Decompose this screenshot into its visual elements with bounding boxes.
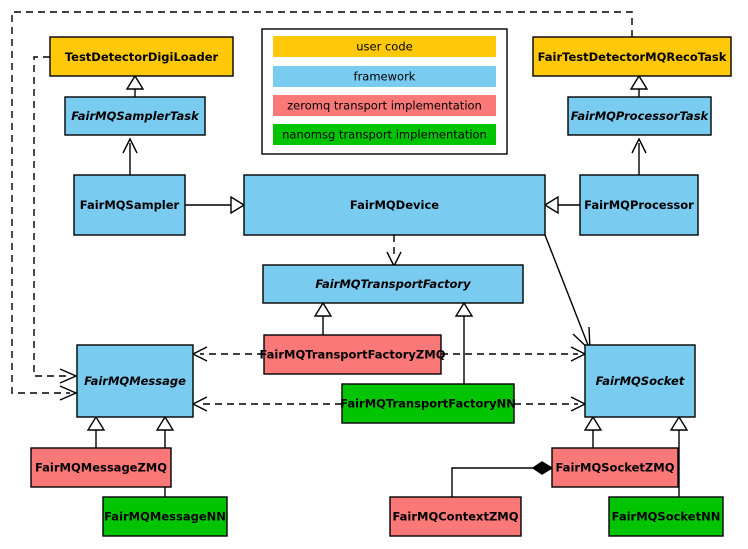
edge-processor-to-device: [543, 195, 580, 215]
legend-swatch-framework: [273, 66, 496, 87]
edge-socketnn-to-socket: [669, 415, 689, 497]
legend-label-framework: framework: [354, 70, 416, 84]
legend-label-user-code: user code: [356, 40, 412, 54]
edge-sampler-to-device: [185, 195, 246, 215]
edge-device-to-socket: [544, 234, 591, 352]
edge-messagezmq-to-message: [86, 415, 106, 448]
node-fairmqcontextzmq[interactable]: FairMQContextZMQ: [389, 496, 522, 537]
node-label: FairMQMessage: [84, 374, 186, 388]
legend-entry-user-code: user code: [273, 36, 496, 57]
node-box: [243, 174, 546, 236]
node-label: FairMQMessageNN: [104, 510, 226, 524]
node-label: FairMQTransportFactory: [315, 277, 471, 291]
edge-factoryzmq-to-message: [191, 346, 264, 362]
node-label: FairMQDevice: [350, 198, 439, 212]
node-label: FairMQSocketZMQ: [556, 461, 675, 475]
node-box: [341, 383, 515, 424]
legend-swatch-user-code: [273, 36, 496, 57]
node-label: FairMQMessageZMQ: [35, 461, 167, 475]
edge-layer: [11, 11, 689, 497]
edge-digiloader-to-message: [33, 56, 78, 384]
node-fairmqmessage[interactable]: FairMQMessage: [76, 344, 194, 418]
node-box: [389, 496, 522, 537]
edge-socketzmq-to-contextzmq: [451, 461, 554, 497]
node-fairmqdevice[interactable]: FairMQDevice: [243, 174, 546, 236]
edge-socketzmq-to-socket: [583, 415, 603, 448]
node-testdetectordigiloader[interactable]: TestDetectorDigiLoader: [49, 36, 234, 77]
edge-factoryzmq-to-factory: [313, 301, 333, 335]
edge-sampler-to-samplertask: [122, 137, 138, 175]
edge-factorynn-to-factory: [454, 301, 474, 384]
node-fairmqsocketnn[interactable]: FairMQSocketNN: [608, 496, 724, 537]
node-fairmqprocessor[interactable]: FairMQProcessor: [579, 174, 699, 236]
legend-swatch-nanomsg: [273, 124, 496, 145]
edge-factorynn-to-socket: [514, 396, 587, 412]
node-label: FairMQContextZMQ: [392, 510, 518, 524]
node-label: FairMQTransportFactoryNN: [340, 397, 516, 411]
node-label: FairTestDetectorMQRecoTask: [538, 50, 727, 64]
edge-samplertask-to-digiloader: [125, 74, 145, 97]
legend: user code framework zeromq transport imp…: [261, 28, 508, 155]
node-box: [532, 36, 732, 77]
legend-entry-framework: framework: [273, 66, 496, 87]
node-label: FairMQTransportFactoryZMQ: [259, 348, 445, 362]
node-box: [64, 96, 206, 136]
node-box: [49, 36, 234, 77]
node-box: [567, 96, 712, 136]
legend-swatch-zeromq: [273, 95, 496, 116]
edge-device-to-transportfactory: [386, 235, 402, 268]
node-fairmqmessagezmq[interactable]: FairMQMessageZMQ: [30, 447, 172, 488]
legend-label-nanomsg: nanomsg transport implementation: [282, 128, 487, 142]
node-box: [551, 447, 679, 488]
node-box: [102, 496, 228, 537]
node-box: [608, 496, 724, 537]
node-fairmqsampler[interactable]: FairMQSampler: [73, 174, 186, 236]
node-fairmqmessagenn[interactable]: FairMQMessageNN: [102, 496, 228, 537]
node-box: [76, 344, 194, 418]
node-fairmqsocket[interactable]: FairMQSocket: [584, 344, 696, 418]
node-label: FairMQProcessor: [584, 198, 694, 212]
legend-entry-zeromq: zeromq transport implementation: [273, 95, 496, 116]
node-box: [584, 344, 696, 418]
legend-entry-nanomsg: nanomsg transport implementation: [273, 124, 496, 145]
edge-factoryzmq-to-socket: [441, 346, 587, 362]
node-layer: TestDetectorDigiLoader FairTestDetectorM…: [30, 36, 732, 537]
node-fairmqtransportfactory[interactable]: FairMQTransportFactory: [262, 264, 524, 304]
node-label: FairMQSamplerTask: [71, 109, 200, 123]
node-box: [579, 174, 699, 236]
node-label: FairMQSocketNN: [612, 510, 721, 524]
node-fairmqtransportfactoryzmq[interactable]: FairMQTransportFactoryZMQ: [259, 334, 446, 375]
node-box: [73, 174, 186, 236]
node-box: [262, 264, 524, 304]
node-fairmqsamplertask[interactable]: FairMQSamplerTask: [64, 96, 206, 136]
node-label: FairMQSocket: [596, 374, 685, 388]
node-label: TestDetectorDigiLoader: [65, 50, 219, 64]
node-label: FairMQProcessorTask: [571, 109, 710, 123]
edge-recotask-to-message: [11, 11, 633, 401]
node-box: [30, 447, 172, 488]
legend-label-zeromq: zeromq transport implementation: [287, 99, 482, 113]
node-fairtestdetectormqrecotask[interactable]: FairTestDetectorMQRecoTask: [532, 36, 732, 77]
node-fairmqtransportfactorynn[interactable]: FairMQTransportFactoryNN: [340, 383, 516, 424]
node-box: [263, 334, 442, 375]
node-fairmqsocketzmq[interactable]: FairMQSocketZMQ: [551, 447, 679, 488]
node-fairmqprocessortask[interactable]: FairMQProcessorTask: [567, 96, 712, 136]
edge-factorynn-to-message: [191, 396, 342, 412]
edge-processor-to-processortask: [631, 137, 647, 175]
edge-processortask-to-recotask: [629, 74, 649, 97]
node-label: FairMQSampler: [80, 198, 180, 212]
